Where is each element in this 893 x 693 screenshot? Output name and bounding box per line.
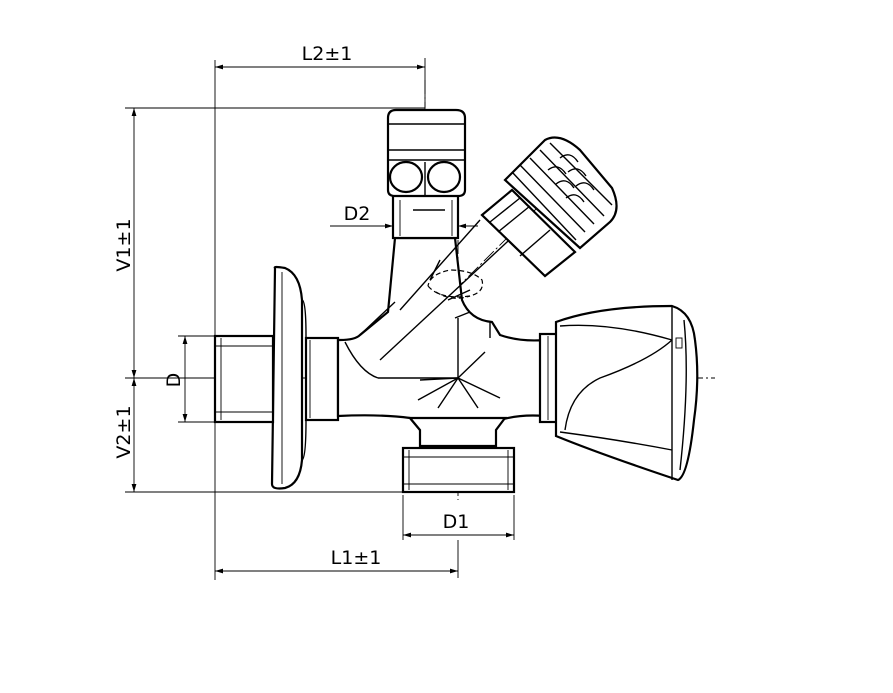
diagonal-cap bbox=[480, 136, 618, 278]
label-v1: V1±1 bbox=[113, 218, 135, 271]
valve-handle bbox=[538, 304, 699, 482]
label-l1: L1±1 bbox=[331, 547, 382, 569]
wall-rosette bbox=[270, 265, 307, 490]
label-d1: D1 bbox=[443, 511, 470, 533]
top-outlet bbox=[391, 192, 460, 240]
inlet-nut bbox=[304, 336, 340, 422]
label-d2: D2 bbox=[344, 203, 371, 225]
label-l2: L2±1 bbox=[302, 43, 353, 65]
dimension-lines bbox=[125, 58, 515, 580]
bottom-outlet bbox=[401, 416, 516, 494]
inlet-thread bbox=[213, 334, 275, 424]
label-d: D bbox=[163, 373, 185, 388]
top-nut bbox=[386, 108, 467, 198]
valve-body bbox=[336, 219, 547, 432]
dimension-labels: L2±1 V1±1 V2±1 D D2 D1 L1±1 bbox=[113, 43, 469, 569]
label-v2: V2±1 bbox=[113, 405, 135, 458]
